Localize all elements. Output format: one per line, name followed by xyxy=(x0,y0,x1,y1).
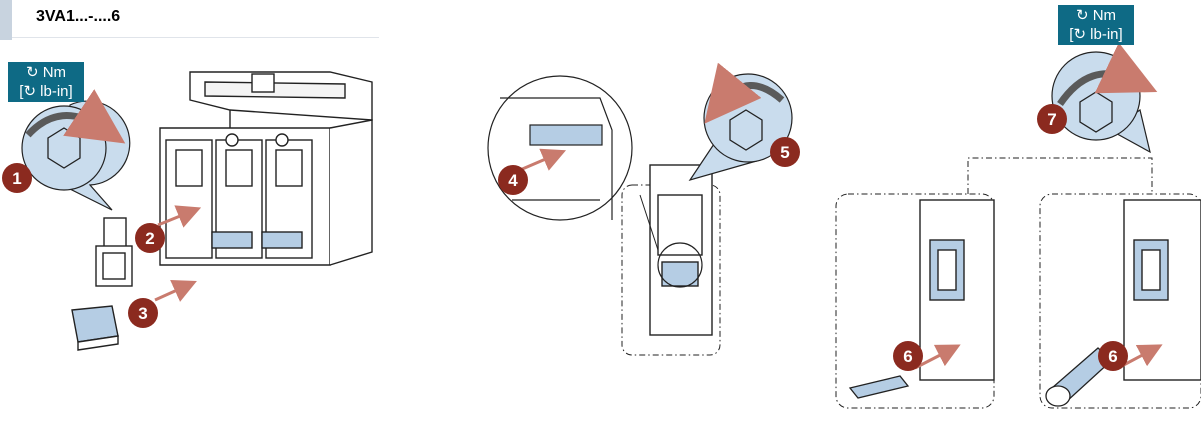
torque-callout-7 xyxy=(1051,42,1158,154)
page-title: 3VA1...-....6 xyxy=(36,8,121,25)
step-badge-6b: 6 xyxy=(1098,341,1128,371)
step-badge-1: 1 xyxy=(2,163,32,193)
step-badge-2: 2 xyxy=(135,223,165,253)
terminal-view-busbar xyxy=(919,199,995,381)
clamp-cover-part xyxy=(71,305,119,351)
terminal-view-cable xyxy=(1123,199,1201,381)
option-frame-cable xyxy=(1039,193,1201,409)
breaker-isometric xyxy=(159,71,373,266)
torque-unit-lbin: [↻ lb-in] xyxy=(19,83,73,100)
step-badge-4: 4 xyxy=(498,165,528,195)
torque-unit-nm: ↻ Nm xyxy=(1075,7,1117,24)
step-badge-1-label: 1 xyxy=(12,169,21,188)
header-divider xyxy=(12,37,379,38)
step-badge-4-label: 4 xyxy=(508,171,518,190)
leader-line xyxy=(639,194,659,251)
torque-unit-nm: ↻ Nm xyxy=(25,64,67,81)
magnified-detail xyxy=(487,75,633,221)
step-badge-5: 5 xyxy=(770,137,800,167)
breaker-side-view xyxy=(649,164,713,336)
step-badge-5-label: 5 xyxy=(780,143,789,162)
detail-highlight-circle xyxy=(657,242,703,288)
step-badge-6b-label: 6 xyxy=(1108,347,1117,366)
header-accent-bar xyxy=(0,0,12,40)
step-badge-6a-label: 6 xyxy=(903,347,912,366)
busbar-part xyxy=(848,375,910,399)
step-badge-2-label: 2 xyxy=(145,229,154,248)
torque-callout-1 xyxy=(21,89,131,211)
step-badge-7-label: 7 xyxy=(1047,110,1056,129)
torque-label-right: ↻ Nm [↻ lb-in] xyxy=(1058,5,1134,45)
torque-unit-lbin: [↻ lb-in] xyxy=(1069,26,1123,43)
step-badge-3: 3 xyxy=(128,298,158,328)
step-badge-3-label: 3 xyxy=(138,304,147,323)
branch-connector xyxy=(967,157,1153,194)
step-badge-7: 7 xyxy=(1037,104,1067,134)
insert-arrow-2 xyxy=(157,205,202,228)
torque-callout-5 xyxy=(688,62,793,182)
detail-frame-middle xyxy=(621,184,721,356)
box-terminal-part xyxy=(95,217,133,287)
insert-arrow-3 xyxy=(154,280,197,302)
torque-label-left: ↻ Nm [↻ lb-in] xyxy=(8,62,84,102)
step-badge-6a: 6 xyxy=(893,341,923,371)
